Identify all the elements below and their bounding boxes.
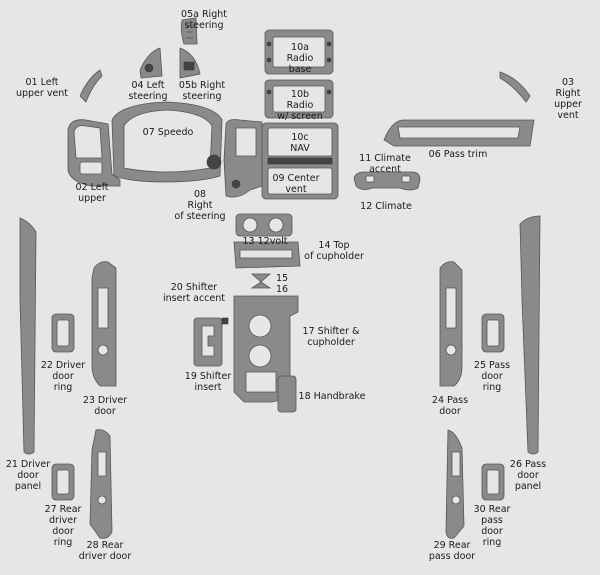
- part-07-speedo: [111, 101, 223, 183]
- label-13: 13 12volt: [242, 236, 288, 247]
- label-09: 09 Center vent: [272, 173, 320, 195]
- part-20-shifter-insert-accent: [221, 317, 229, 325]
- part-28-rear-driver-door: [89, 429, 113, 539]
- label-03: 03 Right upper vent: [554, 77, 582, 121]
- label-28: 28 Rear driver door: [78, 540, 132, 562]
- label-02: 02 Left upper: [75, 182, 109, 204]
- part-30-rear-pass-door-ring: [481, 463, 505, 501]
- part-25-pass-door-ring: [481, 313, 505, 353]
- label-01: 01 Left upper vent: [15, 77, 69, 99]
- label-20: 20 Shifter insert accent: [163, 282, 225, 304]
- part-03-right-upper-vent: [499, 71, 531, 103]
- label-30: 30 Rear pass door ring: [473, 504, 511, 548]
- label-23: 23 Driver door: [82, 395, 128, 417]
- part-04-left-steering: [139, 47, 163, 79]
- label-10a: 10a Radio base: [286, 42, 314, 75]
- part-06-pass-trim: [383, 119, 535, 147]
- part-27-rear-driver-door-ring: [51, 463, 75, 501]
- label-16: 16: [275, 284, 289, 295]
- label-05b: 05b Right steering: [178, 80, 226, 102]
- label-27: 27 Rear driver door ring: [44, 504, 82, 548]
- part-15-16: [250, 273, 272, 289]
- label-21: 21 Driver door panel: [5, 459, 51, 492]
- label-05a: 05a Right steering: [181, 9, 227, 31]
- part-21-driver-door-panel: [19, 217, 37, 455]
- part-11-12-climate: [353, 171, 421, 191]
- label-12: 12 Climate: [360, 201, 412, 212]
- label-15: 15: [275, 273, 289, 284]
- part-23-driver-door: [91, 261, 117, 387]
- label-29: 29 Rear pass door: [428, 540, 476, 562]
- label-19: 19 Shifter insert: [184, 371, 232, 393]
- label-25: 25 Pass door ring: [473, 360, 511, 393]
- label-06: 06 Pass trim: [428, 149, 488, 160]
- part-10c-nav: [261, 122, 339, 200]
- part-13-12volt: [235, 213, 293, 237]
- part-02-left-upper: [67, 119, 121, 187]
- part-10b-radio-screen: [264, 79, 334, 119]
- part-05b-right-steering: [179, 47, 201, 79]
- label-22: 22 Driver door ring: [40, 360, 86, 393]
- part-08-right-of-steering: [206, 119, 263, 198]
- part-10a-radio-base: [264, 29, 334, 75]
- label-26: 26 Pass door panel: [509, 459, 547, 492]
- label-10b: 10b Radio w/ screen: [277, 89, 323, 122]
- part-05a-right-steering: [180, 17, 198, 45]
- part-24-pass-door: [439, 261, 463, 387]
- label-10c: 10c NAV: [290, 132, 310, 154]
- part-19-shifter-insert: [193, 317, 223, 367]
- part-01-left-upper-vent: [79, 69, 103, 103]
- label-18: 18 Handbrake: [298, 391, 366, 402]
- label-04: 04 Left steering: [128, 80, 168, 102]
- label-24: 24 Pass door: [431, 395, 469, 417]
- part-14-cupholder-top: [233, 241, 301, 269]
- label-11: 11 Climate accent: [359, 153, 411, 175]
- part-18-handbrake: [277, 375, 297, 413]
- part-22-driver-door-ring: [51, 313, 75, 353]
- label-08: 08 Right of steering: [174, 189, 226, 222]
- label-14: 14 Top of cupholder: [304, 240, 364, 262]
- part-29-rear-pass-door: [445, 429, 465, 539]
- label-17: 17 Shifter & cupholder: [302, 326, 360, 348]
- part-26-pass-door-panel: [519, 215, 541, 455]
- label-07: 07 Speedo: [142, 127, 194, 138]
- part-17-shifter-cupholder: [233, 295, 299, 403]
